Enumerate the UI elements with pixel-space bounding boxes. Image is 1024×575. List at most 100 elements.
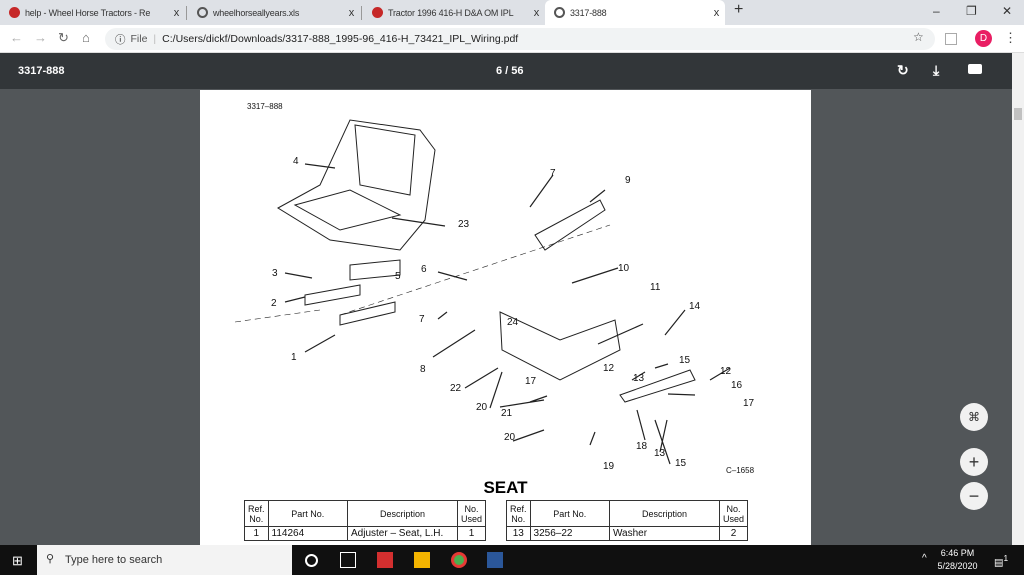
callout-label: 4: [293, 156, 299, 167]
windows-taskbar: ⊞ ⚲ Type here to search ^ 6:46 PM 5/28/20…: [0, 545, 1024, 575]
col-header: Ref. No.: [244, 500, 269, 527]
word-icon[interactable]: [487, 552, 503, 568]
callout-label: 20: [476, 402, 488, 413]
globe-icon: [554, 7, 565, 18]
mail-icon[interactable]: [377, 552, 393, 568]
search-placeholder: Type here to search: [65, 554, 163, 566]
extension-icon[interactable]: [945, 33, 957, 45]
close-tab-icon[interactable]: x: [348, 6, 355, 19]
notifications-icon[interactable]: ▤1: [994, 553, 1009, 569]
home-icon[interactable]: ⌂: [82, 30, 90, 45]
callout-label: 12: [720, 366, 732, 377]
pdf-title: 3317-888: [18, 65, 65, 77]
callout-label: 12: [603, 363, 615, 374]
callout-label: 23: [458, 219, 470, 230]
profile-avatar[interactable]: D: [975, 30, 992, 47]
minimize-button[interactable]: –: [933, 4, 940, 18]
back-icon[interactable]: ←: [10, 30, 23, 45]
address-bar-row: ← → ↻ ⌂ ⓘ File | C:/Users/dickf/Download…: [0, 25, 1024, 53]
close-tab-icon[interactable]: x: [713, 6, 720, 19]
callout-label: 1: [291, 352, 297, 363]
task-view-icon[interactable]: [340, 552, 356, 568]
callout-arrows: [284, 163, 731, 465]
pdf-page: 3317–888 4 23 7 9 3 5 6 10 11 2 7 24 14 …: [200, 90, 811, 545]
callout-label: 7: [550, 168, 556, 179]
callout-label: 13: [654, 448, 666, 459]
callout-label: 17: [743, 398, 755, 409]
callout-label: 8: [420, 364, 426, 375]
callout-label: 17: [525, 376, 537, 387]
col-header: Description: [346, 500, 458, 527]
section-title: SEAT: [483, 478, 528, 497]
callout-label: 5: [395, 271, 401, 282]
close-tab-icon[interactable]: x: [533, 6, 540, 19]
tab-xls[interactable]: wheelhorseallyears.xls x: [188, 0, 360, 25]
windows-start-icon[interactable]: ⊞: [12, 553, 23, 568]
callout-label: 7: [419, 314, 425, 325]
callout-label: 9: [625, 175, 631, 186]
new-tab-button[interactable]: +: [734, 1, 744, 18]
taskbar-search-input[interactable]: ⚲ Type here to search: [37, 545, 292, 575]
tab-tractor[interactable]: Tractor 1996 416-H D&A OM IPL x: [363, 0, 545, 25]
file-explorer-icon[interactable]: [414, 552, 430, 568]
scrollbar[interactable]: [1012, 53, 1024, 545]
tab-help[interactable]: help - Wheel Horse Tractors - Re x: [0, 0, 185, 25]
url-text: C:/Users/dickf/Downloads/3317-888_1995-9…: [162, 33, 519, 45]
callout-label: 20: [504, 432, 516, 443]
callout-label: 16: [731, 380, 743, 391]
col-header: No. Used: [718, 500, 749, 527]
callout-label: 21: [501, 408, 513, 419]
close-window-button[interactable]: ✕: [1002, 4, 1013, 18]
zoom-out-button[interactable]: −: [960, 482, 988, 510]
fit-page-button[interactable]: ⌘: [960, 403, 988, 431]
clock-time[interactable]: 6:46 PM: [940, 548, 975, 558]
callout-label: 18: [636, 441, 648, 452]
url-scheme: File: [130, 33, 148, 45]
reload-icon[interactable]: ↻: [58, 30, 69, 45]
col-header: Description: [608, 500, 720, 527]
rotate-icon[interactable]: ↻: [897, 62, 909, 78]
tab-title: Tractor 1996 416-H D&A OM IPL: [388, 7, 514, 18]
globe-icon: [197, 7, 208, 18]
forward-icon[interactable]: →: [34, 30, 47, 45]
tray-chevron-icon[interactable]: ^: [922, 553, 927, 564]
seat-exploded-diagram: [234, 119, 731, 465]
wheelhorse-favicon-icon: [9, 7, 20, 18]
zoom-in-button[interactable]: +: [960, 448, 988, 476]
close-tab-icon[interactable]: x: [173, 6, 180, 19]
col-header: No. Used: [456, 500, 487, 527]
menu-icon[interactable]: ⋮: [1004, 30, 1017, 45]
seat-shape: [277, 119, 436, 251]
bookmark-star-icon[interactable]: ☆: [913, 30, 924, 44]
col-header: Part No.: [267, 500, 348, 527]
tab-strip: help - Wheel Horse Tractors - Re x wheelh…: [0, 0, 1024, 25]
url-input[interactable]: ⓘ File | C:/Users/dickf/Downloads/3317-8…: [105, 28, 935, 50]
callout-label: 19: [603, 461, 615, 472]
col-header: Ref. No.: [506, 500, 531, 527]
download-icon[interactable]: ⤓: [933, 62, 940, 78]
page-indicator: 6 / 56: [496, 65, 524, 77]
callout-label: 2: [271, 298, 277, 309]
seat-pan-bracket: [499, 311, 621, 381]
search-icon: ⚲: [46, 553, 55, 565]
callout-label: 14: [689, 301, 701, 312]
chrome-icon[interactable]: [451, 552, 467, 568]
clock-date[interactable]: 5/28/2020: [937, 561, 978, 571]
info-icon: ⓘ: [115, 33, 126, 46]
tab-title: wheelhorseallyears.xls: [213, 7, 300, 18]
doc-code: 3317–888: [247, 102, 283, 111]
print-icon[interactable]: [968, 64, 982, 74]
callout-label: 13: [633, 373, 645, 384]
tab-title: help - Wheel Horse Tractors - Re: [25, 7, 151, 18]
restore-button[interactable]: ❐: [966, 4, 977, 18]
pdf-toolbar: 3317-888 6 / 56 ↻ ⤓: [0, 53, 1012, 89]
cortana-icon[interactable]: [305, 554, 318, 567]
callout-label: 24: [507, 317, 519, 328]
callout-label: 6: [421, 264, 427, 275]
callout-label: 15: [679, 355, 691, 366]
